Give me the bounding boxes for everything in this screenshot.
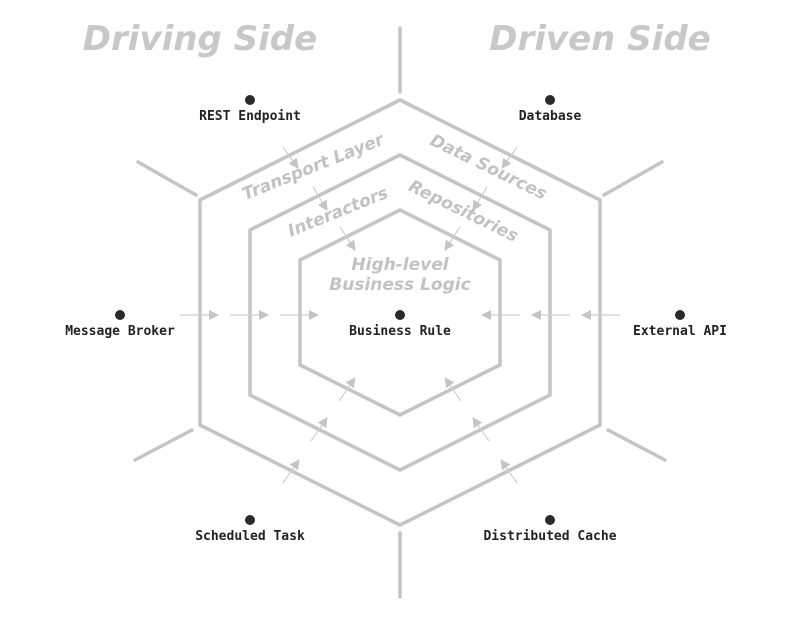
flow-arrow: [472, 417, 490, 442]
inner-hexagon-business-logic: [298, 208, 502, 417]
message-broker-dot: [115, 310, 125, 320]
middle-hexagon-interactors: [248, 153, 552, 472]
flow-arrow: [339, 226, 356, 251]
flow-arrow: [472, 186, 488, 211]
rest-endpoint-label: REST Endpoint: [199, 109, 301, 124]
core-label-line1: High-level: [351, 255, 449, 275]
external-api-label: External API: [633, 324, 727, 339]
flow-arrow: [501, 146, 518, 169]
rest-endpoint-dot: [245, 95, 255, 105]
outer-hexagon-transport-layer: [198, 98, 602, 527]
scheduled-task-dot: [245, 515, 255, 525]
flow-arrow: [282, 459, 300, 484]
business-rule-label: Business Rule: [349, 324, 451, 339]
flow-arrow: [444, 226, 461, 251]
axis-line-upper-left: [136, 160, 198, 197]
database-label: Database: [519, 109, 582, 124]
message-broker-label: Message Broker: [65, 324, 175, 339]
flow-arrow: [444, 377, 462, 402]
axis-line-upper-right: [602, 160, 664, 197]
scheduled-task-label: Scheduled Task: [195, 529, 305, 544]
distributed-cache-label: Distributed Cache: [483, 529, 616, 544]
interactors-label: Interactors: [285, 183, 391, 241]
axis-line-lower-right: [606, 428, 667, 462]
external-api-dot: [675, 310, 685, 320]
business-rule-dot: [395, 310, 405, 320]
flow-arrow: [282, 146, 299, 169]
database-dot: [545, 95, 555, 105]
driving-side-title: Driving Side: [83, 19, 317, 59]
core-label-line2: Business Logic: [329, 275, 470, 295]
flow-arrow: [338, 377, 356, 402]
flow-arrow: [312, 186, 328, 211]
distributed-cache-dot: [545, 515, 555, 525]
axis-line-lower-left: [133, 428, 194, 462]
flow-arrow: [310, 417, 328, 442]
driven-side-title: Driven Side: [489, 19, 710, 59]
flow-arrow: [500, 459, 518, 484]
